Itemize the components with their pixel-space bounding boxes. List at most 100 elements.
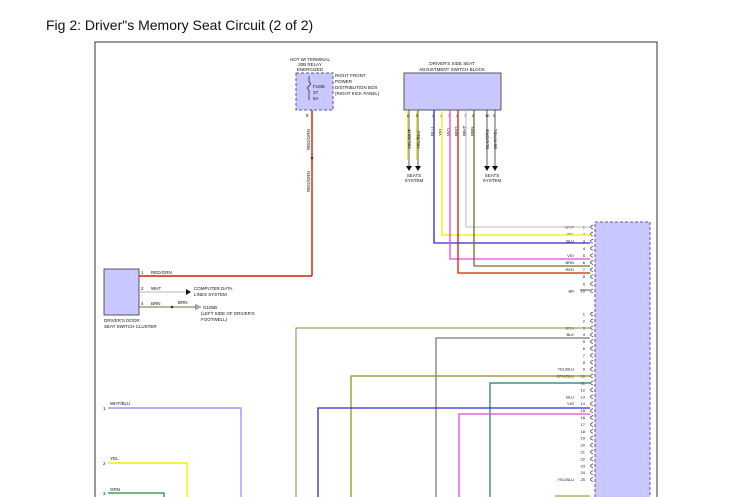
door-wire-red-grn: RED/GRN [151, 270, 172, 275]
connector-top-pin-hook [590, 245, 594, 251]
bottom-wires [295, 327, 590, 497]
switch-wire-label-3: BLU [430, 127, 435, 136]
wire-wht-route [465, 110, 590, 228]
switch-pin-10: 9 [493, 113, 496, 118]
connector-top-pin-number: 6 [583, 260, 586, 265]
connector-bottom-wire-label: YEL/BLU [558, 367, 575, 372]
fuse-block: HOT W/ TERMINAL 30B RELAY ENERGIZED FUSE… [290, 57, 380, 276]
box-label-line-1: RIGHT FRONT [335, 73, 366, 78]
connector-bottom-pin-number: 14 [581, 401, 586, 406]
switch-wire-label-2: YEL/BLU [416, 130, 421, 149]
connector-bottom-pin-hook [590, 346, 594, 351]
ground-label-line-1: G105B [203, 305, 217, 310]
box-label-line-3: DISTRIBUTION BOX [335, 85, 378, 90]
connector-bottom-pin-hook [590, 359, 594, 365]
seats-right-line-1: SEATS [485, 173, 499, 178]
switch-pin-2: 5 [416, 113, 419, 118]
connector-bottom-pin-hook [590, 449, 594, 455]
wire-brn-route [473, 110, 590, 267]
connector-top-pin-hook [590, 253, 594, 258]
connector-bottom-pin-number: 23 [581, 463, 586, 468]
connector-bottom-pin-number: 16 [581, 415, 586, 420]
connector-bottom-pin-number: 21 [581, 450, 586, 455]
connector-bottom-pin-number: 17 [581, 422, 586, 427]
connector-bottom-pin-hook [590, 408, 594, 413]
connector-top-pin-hook [590, 224, 594, 230]
connector-top-pin-number: 9 [583, 281, 586, 286]
ground-icon [195, 304, 201, 310]
left-terminals: 1 WHT/BLU 2 YEL 3 GRN [103, 401, 242, 497]
connector-bottom-pin-number: 25 [581, 477, 586, 482]
hot-label-line-2: 30B RELAY [298, 62, 322, 67]
connector-bottom-pin-number: 9 [583, 367, 586, 372]
left-pin-3: 3 [103, 491, 106, 496]
hot-label-line-1: HOT W/ TERMINAL [290, 57, 331, 62]
door-cluster-body [103, 268, 140, 316]
connector-top-pin-hook [590, 260, 594, 265]
connector-bottom-pin-hook [590, 366, 594, 372]
arrow-seats-left-1 [406, 166, 412, 171]
door-seat-switch-cluster: 1 RED/GRN 2 WHT COMPUTER DATA LINES SYST… [103, 268, 312, 329]
arrow-seats-right-2 [492, 166, 498, 171]
wire-yel-route [441, 110, 590, 236]
connector-top-pin-number: 4 [583, 246, 586, 251]
switch-block-body [403, 72, 502, 111]
switch-pin-9: 10 [485, 113, 490, 118]
connector-bottom-pin-hook [590, 470, 594, 476]
connector-bottom-pin-number: 6 [583, 346, 586, 351]
ground-label-line-3: FOOTWELL) [201, 317, 228, 322]
connector-bottom-pin-number: 24 [581, 470, 586, 475]
ground-label-line-2: (LEFT SIDE OF DRIVER'S [201, 311, 255, 316]
side-switch-block: DRIVER'S SIDE SEAT ADJUSTMENT SWITCH BLO… [403, 61, 502, 183]
door-pin-4: 4 [141, 301, 144, 306]
distribution-box [295, 72, 334, 111]
connector-bottom-pin-hook [590, 318, 594, 324]
arrow-seats-left-2 [415, 166, 421, 171]
connector-top-wire-label: VIO [567, 253, 574, 258]
wire-wht-blu-left [108, 407, 242, 497]
connector-bottom-pin-number: 19 [581, 436, 586, 441]
wire-blu-route [433, 110, 590, 244]
wire-label-red-grn-2: RED/GRN [306, 171, 311, 192]
connector-top-pin-number: 7 [583, 267, 586, 272]
connector-bottom-pin-number: 22 [581, 456, 586, 461]
connector-bottom-pin-number: 7 [583, 353, 586, 358]
diagram-frame [94, 41, 658, 497]
connector-top-pin-hook [590, 274, 594, 280]
computer-label-line-2: LINES SYSTEM [194, 292, 227, 297]
wire-grn-blu-bottom [489, 382, 590, 497]
connector-bottom-pin-hook [590, 435, 594, 441]
connector-bottom-wire-label: BLK [566, 332, 574, 337]
seats-right-line-2: SYSTEM [483, 178, 502, 183]
connector-bottom-wire-label: VIO [567, 401, 574, 406]
connector-bottom-wire-label: YEL/BLU [558, 477, 575, 482]
switch-wire-label-9: BLK/ORG [485, 128, 490, 149]
seats-left-line-1: SEATS [407, 173, 421, 178]
connector-top-pin-hook [590, 267, 594, 272]
wire-brn-bottom [295, 327, 590, 497]
connector-bottom-pin-number: 2 [583, 318, 586, 323]
fuse-line-3: 5A [313, 96, 319, 101]
connector-bottom-pin-hook [590, 339, 594, 344]
connector-bottom-pin-hook [590, 477, 594, 482]
switch-pin-1: 6 [407, 113, 410, 118]
page-title: Fig 2: Driver"s Memory Seat Circuit (2 o… [46, 17, 314, 33]
switch-wire-label-4: YEL [438, 127, 443, 136]
switch-wire-label-8: BRN [470, 126, 475, 136]
connector-top-pin-hook [590, 281, 594, 287]
arrow-seats-right-1 [484, 166, 490, 171]
connector-bottom-pin-hook [590, 373, 594, 379]
seats-left-line-2: SYSTEM [405, 178, 424, 183]
switch-wire-label-1: YEL/WHT [407, 129, 412, 149]
box-label-line-2: POWER [335, 79, 353, 84]
connector-bottom-pin-hook [590, 332, 594, 338]
connector-bottom-pin-hook [590, 387, 594, 393]
door-label-line-1: DRIVER'S DOOR [104, 318, 140, 323]
switch-title-line-2: ADJUSTMENT SWITCH BLOCK [419, 67, 485, 72]
connector-bottom-pin-number: 15 [581, 408, 586, 413]
connector-bottom-pin-hook [590, 463, 594, 469]
connector-bottom-pin-hook [590, 442, 594, 448]
memory-seat-module [594, 221, 651, 497]
connector-top-pin-hook [590, 231, 594, 237]
